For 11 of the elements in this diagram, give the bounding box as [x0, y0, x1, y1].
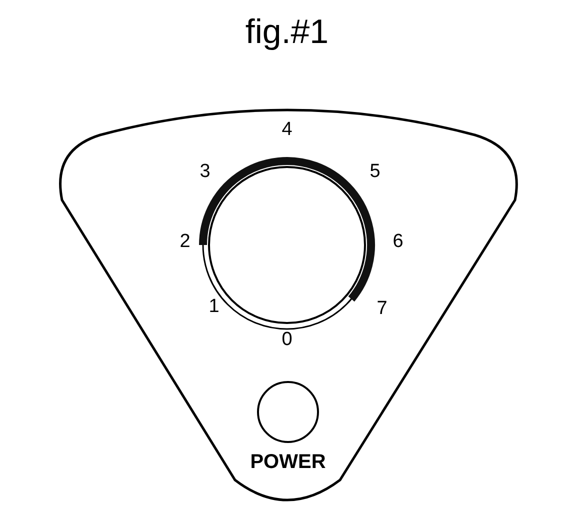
dial-number: 1	[208, 296, 220, 318]
power-button	[256, 380, 320, 444]
button-label: POWER	[249, 450, 327, 474]
dial-number: 5	[368, 161, 382, 183]
dial-number: 0	[280, 329, 294, 351]
dial-number: 4	[280, 119, 294, 141]
dial-number: 6	[392, 231, 404, 253]
dial-number: 7	[376, 298, 388, 320]
dial-number: 2	[178, 231, 192, 253]
figure-title: fig.#1	[244, 12, 330, 52]
dial-number: 3	[198, 161, 212, 183]
